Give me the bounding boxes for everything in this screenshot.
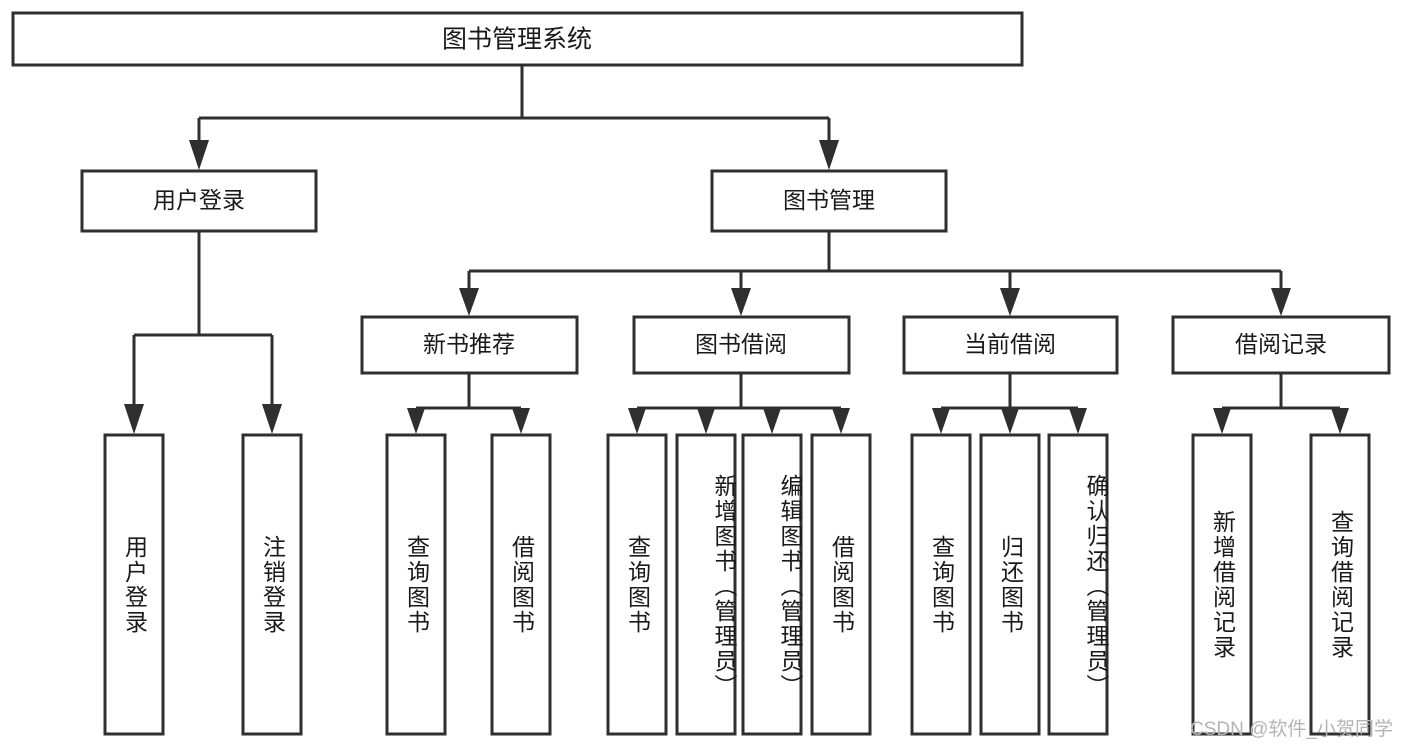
node-user-login-label: 用户登录 — [153, 187, 245, 213]
node-leaf-return-book-box[interactable] — [979, 433, 1041, 736]
arrow-head-query-book-1 — [407, 408, 425, 434]
node-book-borrow[interactable]: 图书借阅 — [632, 315, 851, 375]
node-leaf-confirm-return-box[interactable] — [1047, 433, 1109, 736]
node-leaf-query-book-2-box[interactable] — [606, 433, 668, 736]
arrow-head-book-borrow — [731, 288, 751, 316]
node-new-book-rec[interactable]: 新书推荐 — [360, 315, 579, 375]
node-leaf-user-login-box[interactable] — [103, 433, 165, 736]
arrow-head-leaf-user-login — [124, 404, 144, 434]
node-root-label: 图书管理系统 — [442, 26, 592, 54]
node-user-login-box[interactable] — [80, 169, 318, 233]
node-new-book-rec-box[interactable] — [360, 315, 579, 375]
arrow-head-return-book — [1001, 408, 1019, 434]
arrow-head-add-book — [697, 408, 715, 434]
arrow-head-query-book-3 — [932, 408, 950, 434]
node-leaf-query-book-1-box[interactable] — [385, 433, 447, 736]
node-leaf-edit-book-box[interactable] — [741, 433, 803, 736]
arrow-head-borrow-book-2 — [832, 408, 850, 434]
arrow-head-current-borrow — [1000, 288, 1020, 316]
node-root-box[interactable] — [11, 11, 1024, 67]
node-book-manage[interactable]: 图书管理 — [710, 169, 948, 233]
node-root[interactable]: 图书管理系统 — [11, 11, 1024, 67]
node-book-borrow-box[interactable] — [632, 315, 851, 375]
arrow-head-query-record — [1331, 408, 1349, 434]
node-leaf-add-book-box[interactable] — [675, 433, 737, 736]
arrow-head-book-manage — [819, 140, 839, 170]
arrow-head-edit-book — [763, 408, 781, 434]
node-book-manage-label: 图书管理 — [783, 187, 875, 213]
node-current-borrow-label: 当前借阅 — [964, 331, 1056, 357]
node-leaf-query-book-3-box[interactable] — [910, 433, 972, 736]
node-layer: 图书管理系统 用户登录 图书管理 新书推荐 图书借阅 当前 — [11, 11, 1391, 736]
connector-layer — [124, 65, 1349, 434]
node-leaf-add-record-box[interactable] — [1191, 433, 1253, 736]
node-leaf-logout-box[interactable] — [241, 433, 303, 736]
arrow-head-add-record — [1213, 408, 1231, 434]
arrow-head-query-book-2 — [628, 408, 646, 434]
node-current-borrow[interactable]: 当前借阅 — [902, 315, 1119, 375]
node-book-manage-box[interactable] — [710, 169, 948, 233]
node-leaf-query-record-box[interactable] — [1309, 433, 1371, 736]
arrow-head-leaf-logout — [262, 404, 282, 434]
arrow-head-user-login — [189, 140, 209, 170]
arrow-head-new-book-rec — [459, 288, 479, 316]
node-borrow-record-label: 借阅记录 — [1235, 331, 1327, 357]
node-leaf-borrow-book-1-box[interactable] — [490, 433, 552, 736]
node-user-login[interactable]: 用户登录 — [80, 169, 318, 233]
node-current-borrow-box[interactable] — [902, 315, 1119, 375]
node-borrow-record-box[interactable] — [1171, 315, 1391, 375]
arrow-head-borrow-record — [1271, 288, 1291, 316]
node-book-borrow-label: 图书借阅 — [695, 331, 787, 357]
arrow-head-confirm-return — [1069, 408, 1087, 434]
arrow-head-borrow-book-1 — [512, 408, 530, 434]
node-borrow-record[interactable]: 借阅记录 — [1171, 315, 1391, 375]
node-leaf-borrow-book-2-box[interactable] — [810, 433, 872, 736]
node-new-book-rec-label: 新书推荐 — [423, 331, 515, 357]
